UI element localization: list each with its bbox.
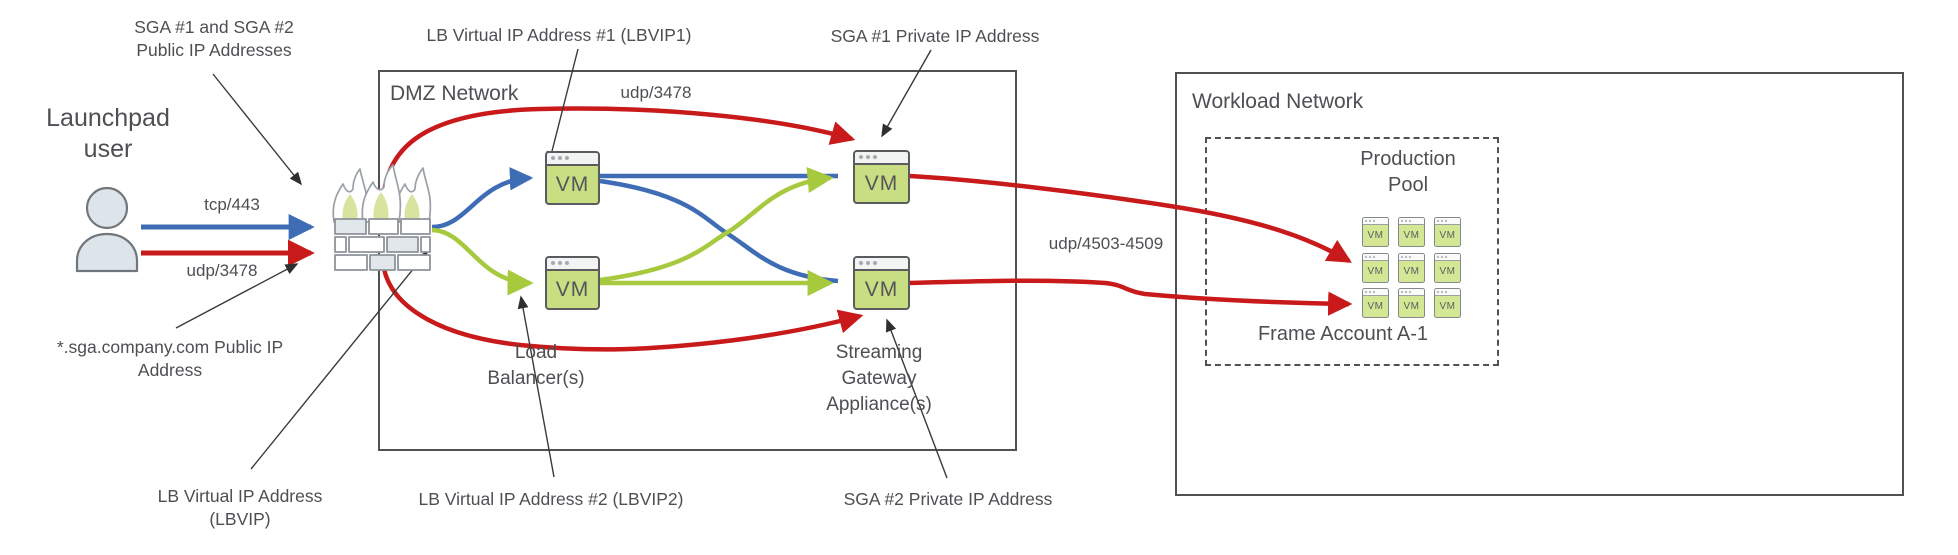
leader-lbvip1 — [546, 48, 579, 165]
pool-vm: VM — [1362, 253, 1389, 283]
pool-vm: VM — [1434, 217, 1461, 247]
label-sga1-private: SGA #1 Private IP Address — [830, 26, 1040, 46]
label-streaming-gateways: Streaming Gateway Appliance(s) — [826, 342, 932, 415]
pool-vm: VM — [1362, 217, 1389, 247]
production-pool-box — [1205, 137, 1499, 366]
label-lbvip2: LB Virtual IP Address #2 (LBVIP2) — [418, 489, 684, 509]
user-icon — [75, 186, 139, 273]
label-sga-wildcard: *.sga.company.com Public IP Address — [56, 337, 284, 380]
vm-titlebar — [547, 258, 598, 271]
vm-titlebar — [855, 258, 908, 271]
leader-lbvip — [250, 250, 429, 470]
label-lbvip: LB Virtual IP Address (LBVIP) — [157, 486, 323, 529]
leader-lbvip2 — [517, 295, 555, 478]
curve-lb1-to-sga2-blue — [599, 178, 839, 284]
label-production-pool: Production Pool — [1360, 148, 1456, 196]
arrow-sga2-to-pool-red — [909, 278, 1353, 316]
label-load-balancers: Load Balancer(s) — [487, 342, 585, 389]
pool-vm: VM — [1398, 253, 1425, 283]
label-udp-3478-user: udp/3478 — [186, 261, 258, 280]
pool-vm: VM — [1434, 253, 1461, 283]
vm-titlebar — [547, 153, 598, 166]
arrow-firewall-to-sga2-red — [380, 257, 864, 352]
label-sga-public-ips: SGA #1 and SGA #2 Public IP Addresses — [134, 17, 294, 60]
sga-vm-2: VM — [853, 256, 910, 310]
leader-sga-wildcard — [175, 263, 299, 329]
vm-label: VM — [864, 171, 899, 195]
label-udp-3478-dmz: udp/3478 — [620, 83, 692, 102]
leader-sga-public-ips — [212, 73, 303, 186]
arrow-firewall-to-lb1-blue — [431, 167, 534, 230]
pool-vm: VM — [1434, 288, 1461, 318]
dmz-network-title: DMZ Network — [390, 82, 519, 105]
label-frame-account: Frame Account A-1 — [1257, 323, 1429, 345]
vm-titlebar — [855, 152, 908, 165]
label-sga2-private: SGA #2 Private IP Address — [843, 489, 1053, 509]
arrow-firewall-to-lb2-green — [431, 227, 534, 296]
curve-lb2-to-sga1-green — [599, 167, 834, 283]
sga-vm-1: VM — [853, 150, 910, 204]
label-launchpad-user: Launchpad user — [46, 104, 170, 163]
arrow-sga1-to-pool-red — [909, 173, 1352, 263]
label-udp-4503-4509: udp/4503-4509 — [1048, 234, 1164, 253]
pool-vm: VM — [1398, 288, 1425, 318]
workload-network-box — [1175, 72, 1904, 496]
label-tcp-443: tcp/443 — [204, 195, 260, 214]
lb-vm-1: VM — [545, 151, 600, 205]
label-lbvip1: LB Virtual IP Address #1 (LBVIP1) — [426, 25, 692, 45]
pool-vm: VM — [1398, 217, 1425, 247]
firewall-icon — [332, 164, 432, 271]
vm-label: VM — [555, 172, 590, 196]
leader-sga2-private — [885, 318, 948, 479]
vm-label: VM — [555, 277, 590, 301]
pool-vm: VM — [1362, 288, 1389, 318]
arrow-firewall-to-sga1-red — [380, 106, 856, 216]
lb-vm-2: VM — [545, 256, 600, 310]
vm-label: VM — [864, 277, 899, 301]
leader-sga1-private — [881, 49, 932, 138]
workload-network-title: Workload Network — [1192, 90, 1364, 113]
